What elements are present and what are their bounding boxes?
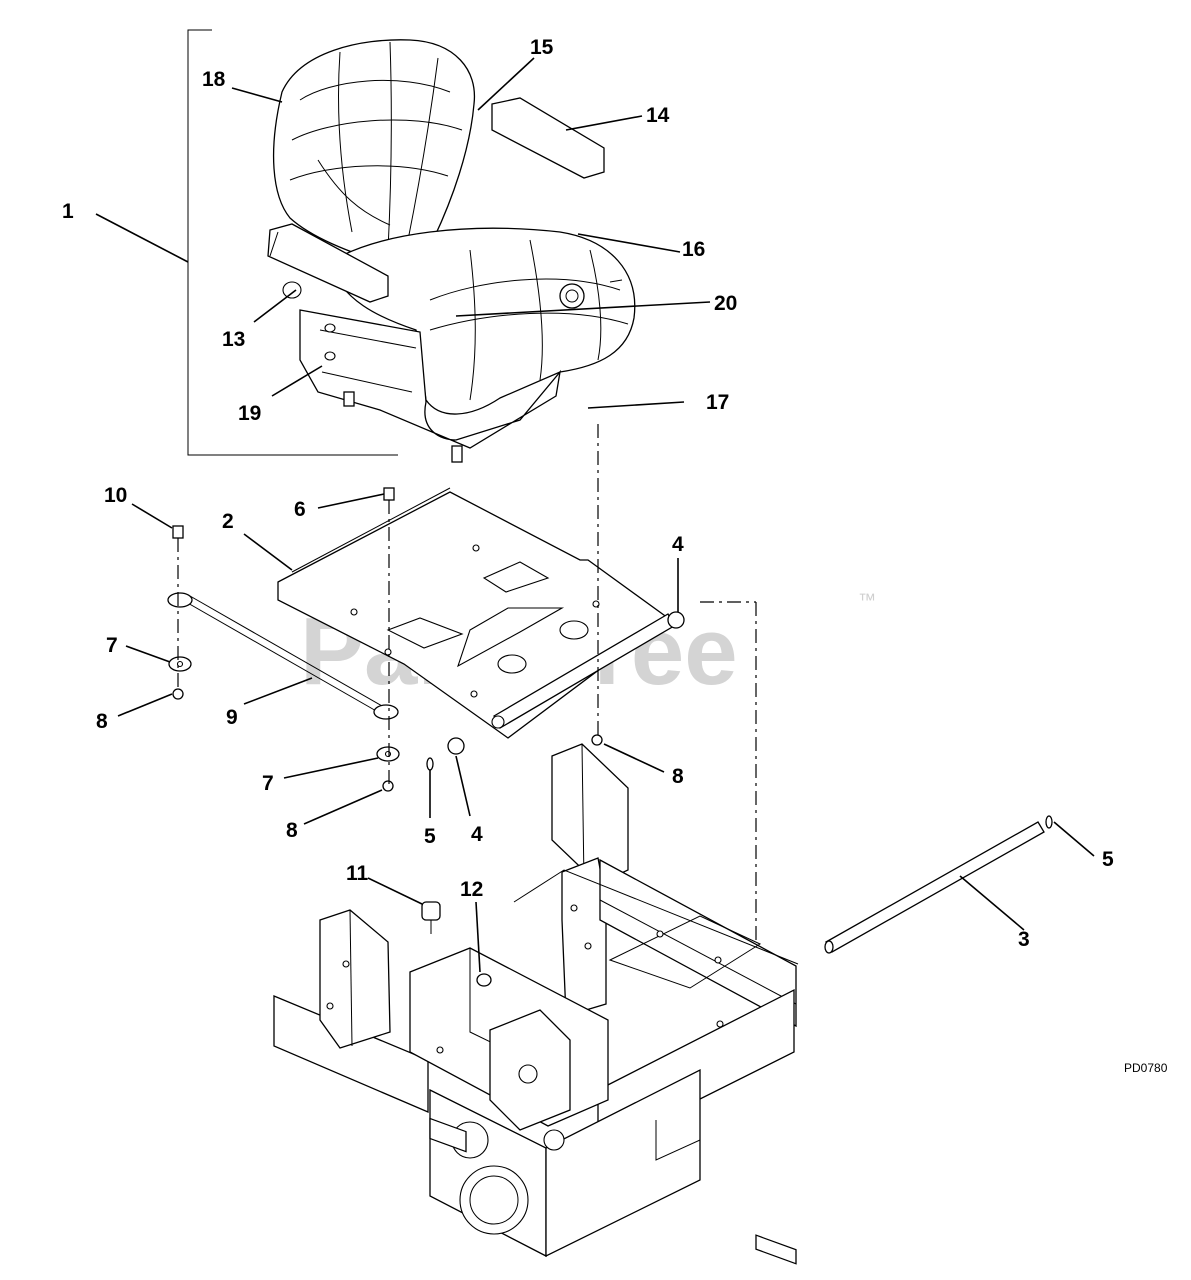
- pivot-rod: [824, 815, 1053, 954]
- callout-4-right: 4: [672, 533, 684, 556]
- callout-10: 10: [104, 484, 127, 507]
- watermark-trademark: ™: [858, 590, 876, 610]
- leader-lines: [95, 57, 1095, 973]
- callout-19: 19: [238, 402, 261, 425]
- callout-18: 18: [202, 68, 226, 91]
- callouts: 1 2 3 4 4 5 5 6 7 7 8 8 8 9 10 11 12 13 …: [62, 36, 1114, 951]
- callout-17: 17: [706, 391, 729, 414]
- callout-15: 15: [530, 36, 554, 59]
- callout-13: 13: [222, 328, 245, 351]
- seat-pan: [277, 487, 675, 739]
- seat-rod-assembly: [167, 424, 757, 964]
- callout-8-left: 8: [96, 710, 108, 733]
- callout-5-right: 5: [1102, 848, 1114, 871]
- callout-8-right: 8: [672, 765, 684, 788]
- drawing-code: PD0780: [1124, 1061, 1168, 1075]
- callout-5-left: 5: [424, 825, 436, 848]
- seat-backrest: [272, 39, 476, 263]
- callout-16: 16: [682, 238, 705, 261]
- seat-base: [299, 309, 562, 449]
- callout-20: 20: [714, 292, 737, 315]
- callout-8-middle: 8: [286, 819, 298, 842]
- callout-12: 12: [460, 878, 483, 901]
- seat-cushion: [329, 227, 636, 415]
- callout-7-lower: 7: [262, 772, 274, 795]
- left-armrest: [267, 223, 389, 303]
- seat-assembly-bracket: [187, 29, 398, 456]
- callout-14: 14: [646, 104, 670, 127]
- mower-frame: [273, 743, 799, 1265]
- callout-7-upper: 7: [106, 634, 118, 657]
- right-armrest: [491, 97, 605, 179]
- callout-3: 3: [1018, 928, 1030, 951]
- callout-11: 11: [346, 862, 369, 885]
- callout-2: 2: [222, 510, 234, 533]
- callout-1: 1: [62, 200, 74, 223]
- callout-6: 6: [294, 498, 306, 521]
- adjustment-knob: [559, 283, 585, 309]
- callout-4-left: 4: [471, 823, 483, 846]
- callout-9: 9: [226, 706, 238, 729]
- seat-assembly: [267, 39, 636, 463]
